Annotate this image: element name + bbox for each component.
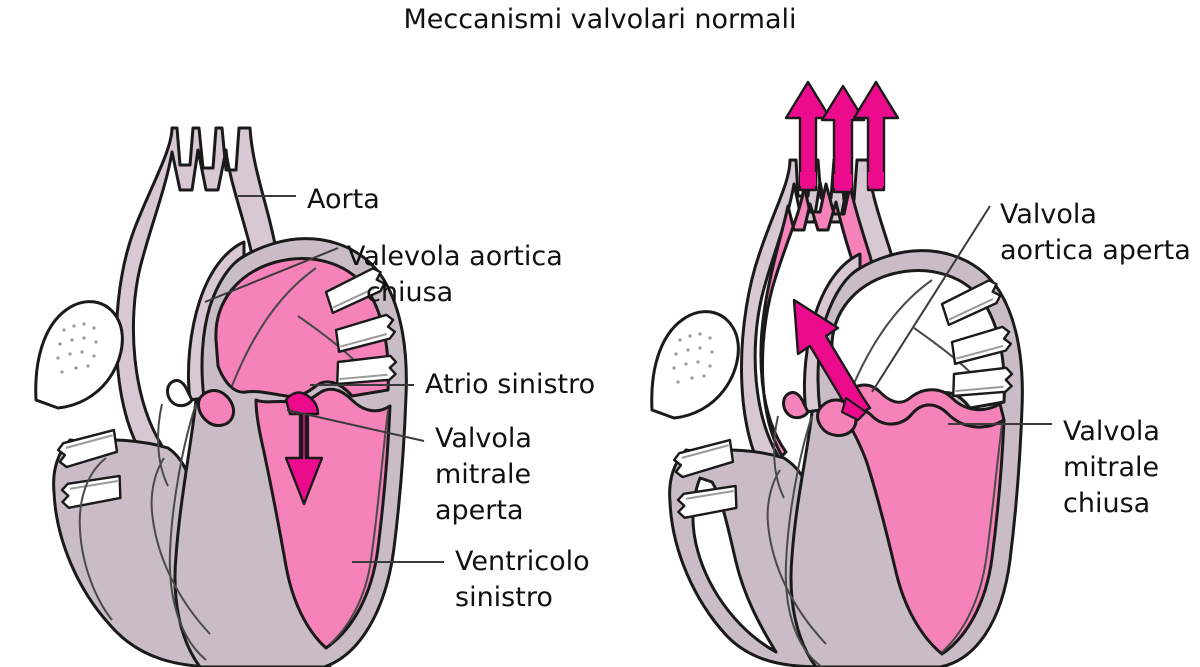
mitral-inflow-arrow — [284, 391, 324, 506]
diastole-panel: Aorta Valevola aortica chiusa Atrio sini… — [34, 126, 598, 667]
label-aorta: Aorta — [307, 184, 380, 215]
leader-valvola-aortica-aperta — [871, 205, 991, 393]
label-valvola-mitrale-chiusa: Valvola mitrale chiusa — [1063, 416, 1169, 519]
septum-left-panel — [78, 403, 211, 661]
aortic-outflow-arrows — [784, 80, 900, 194]
pulmonary-artery-stump-left-panel — [34, 300, 124, 410]
aortic-valve-closed-left-panel — [157, 240, 246, 487]
label-valvola-mitrale-aperta: Valvola mitrale aperta — [435, 423, 541, 526]
septum-right-panel — [766, 415, 827, 667]
label-atrio-sinistro: Atrio sinistro — [425, 369, 595, 400]
leader-valvola-aortica — [204, 247, 339, 303]
label-valvola-aortica-chiusa: Valevola aortica chiusa — [347, 241, 571, 308]
left-ventricle-blood-left-panel — [254, 387, 392, 650]
sistole-panel: Valvola aortica aperta Valvola mitrale c… — [650, 80, 1191, 667]
pulmonary-artery-stump-right-panel — [650, 310, 740, 420]
right-panel-leader-lines — [871, 205, 1052, 425]
figure-title: Meccanismi valvolari normali — [403, 4, 796, 35]
label-ventricolo-sinistro: Ventricolo sinistro — [455, 546, 598, 613]
left-panel-leader-lines — [204, 195, 444, 563]
label-valvola-aortica-aperta: Valvola aortica aperta — [1000, 199, 1191, 266]
left-ventricle-blood-right-panel — [840, 403, 1006, 656]
ventricle-ejection-arrow — [792, 298, 872, 422]
leader-mitrale — [286, 409, 425, 442]
